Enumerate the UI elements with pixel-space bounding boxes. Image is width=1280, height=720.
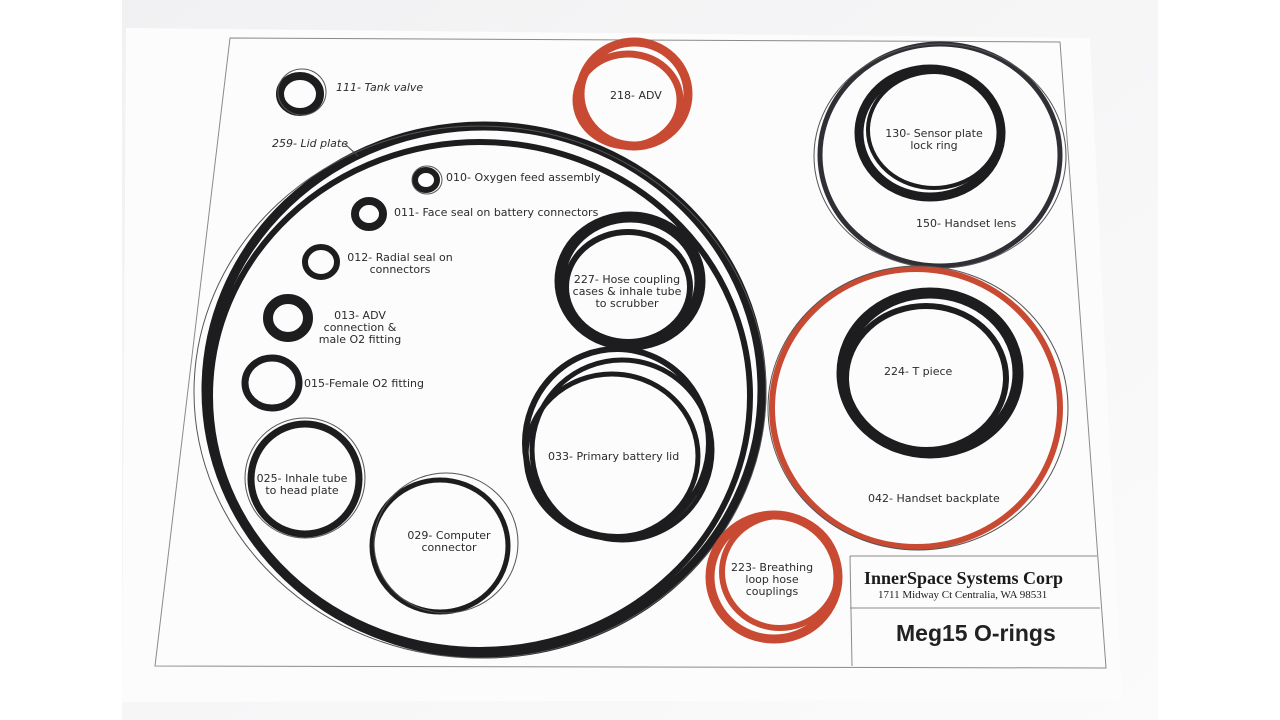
label-227-hose-coupling: 227- Hose coupling cases & inhale tube t…	[564, 274, 690, 310]
label-130-line-1: 130- Sensor plate	[885, 127, 983, 140]
o-ring-218-adv-2	[572, 50, 684, 150]
printed-outline-259	[193, 125, 767, 659]
label-013-adv: 013- ADV connection & male O2 fitting	[310, 310, 410, 346]
o-ring-042-handset-backplate	[769, 266, 1063, 550]
label-013-line-2: connection &	[323, 321, 397, 334]
label-015-female-o2: 015-Female O2 fitting	[304, 377, 424, 390]
label-010-oxygen-feed: 010- Oxygen feed assembly	[446, 171, 601, 184]
label-011-face-seal: 011- Face seal on battery connectors	[394, 206, 599, 219]
label-012-radial-seal: 012- Radial seal on connectors	[344, 252, 456, 276]
label-013-line-3: male O2 fitting	[318, 333, 402, 346]
label-013-line-1: 013- ADV	[334, 309, 386, 322]
label-130-line-2: lock ring	[910, 139, 958, 152]
o-ring-259-lid-plate-inner	[207, 139, 753, 653]
label-259-lid-plate: 259- Lid plate	[272, 137, 348, 150]
label-012-line-1: 012- Radial seal on	[347, 251, 453, 264]
company-name: InnerSpace Systems Corp	[864, 568, 1064, 588]
o-ring-033-battery-lid-2	[529, 357, 715, 543]
label-111-tank-valve: 111- Tank valve	[336, 81, 424, 94]
o-ring-223-breathing-2	[719, 513, 841, 631]
company-address: 1711 Midway Ct Centralia, WA 98531	[878, 589, 1048, 601]
label-029-line-1: 029- Computer	[407, 529, 491, 542]
o-ring-227-hose-coupling-2	[563, 229, 693, 345]
label-029-computer: 029- Computer connector	[396, 530, 502, 554]
label-150-handset-lens: 150- Handset lens	[916, 217, 1017, 230]
label-223-line-2: loop hose	[745, 573, 799, 586]
label-224-t-piece: 224- T piece	[884, 365, 953, 378]
o-ring-015-female-o2	[241, 354, 303, 412]
label-223-line-3: couplings	[745, 585, 799, 598]
printed-outline-025	[244, 417, 366, 539]
lid-plate-leader-line	[344, 143, 359, 157]
o-ring-010-oxygen-feed	[412, 167, 440, 193]
o-ring-013-adv	[263, 294, 313, 342]
printed-border	[154, 37, 1107, 669]
title-box-left-line	[849, 555, 853, 667]
o-ring-025-inhale-tube	[247, 420, 363, 538]
o-ring-033-battery-lid-3	[523, 371, 701, 541]
o-ring-227-hose-coupling	[554, 211, 706, 351]
label-130-sensor-plate: 130- Sensor plate lock ring	[876, 128, 992, 152]
label-223-line-1: 223- Breathing	[730, 561, 814, 574]
label-012-line-2: connectors	[369, 263, 431, 276]
label-227-line-3: to scrubber	[595, 297, 659, 310]
label-033-battery-lid: 033- Primary battery lid	[548, 450, 680, 463]
o-ring-011-face-seal	[351, 197, 387, 231]
label-227-line-2: cases & inhale tube	[572, 285, 682, 298]
label-227-line-1: 227- Hose coupling	[573, 273, 681, 286]
o-ring-224-t-piece-2	[843, 303, 1009, 453]
printed-outline-029	[373, 472, 519, 614]
o-ring-111-tank-valve	[276, 72, 324, 116]
label-029-line-2: connector	[421, 541, 477, 554]
label-025-inhale-tube: 025- Inhale tube to head plate	[250, 473, 354, 497]
label-042-handset-backplate: 042- Handset backplate	[868, 492, 1000, 505]
kit-title: Meg15 O-rings	[896, 620, 1056, 646]
printed-outline-042	[767, 265, 1069, 551]
printed-outline-111	[277, 68, 327, 116]
o-ring-130-sensor-plate-2	[866, 70, 1002, 190]
printed-outline-010	[411, 165, 443, 195]
label-025-line-2: to head plate	[265, 484, 339, 497]
label-025-line-1: 025- Inhale tube	[256, 472, 348, 485]
label-223-breathing: 223- Breathing loop hose couplings	[722, 562, 822, 598]
o-ring-012-radial-seal	[302, 244, 340, 280]
o-ring-224-t-piece	[836, 287, 1024, 459]
label-218-adv: 218- ADV	[610, 89, 662, 102]
o-ring-029-computer	[369, 477, 511, 615]
